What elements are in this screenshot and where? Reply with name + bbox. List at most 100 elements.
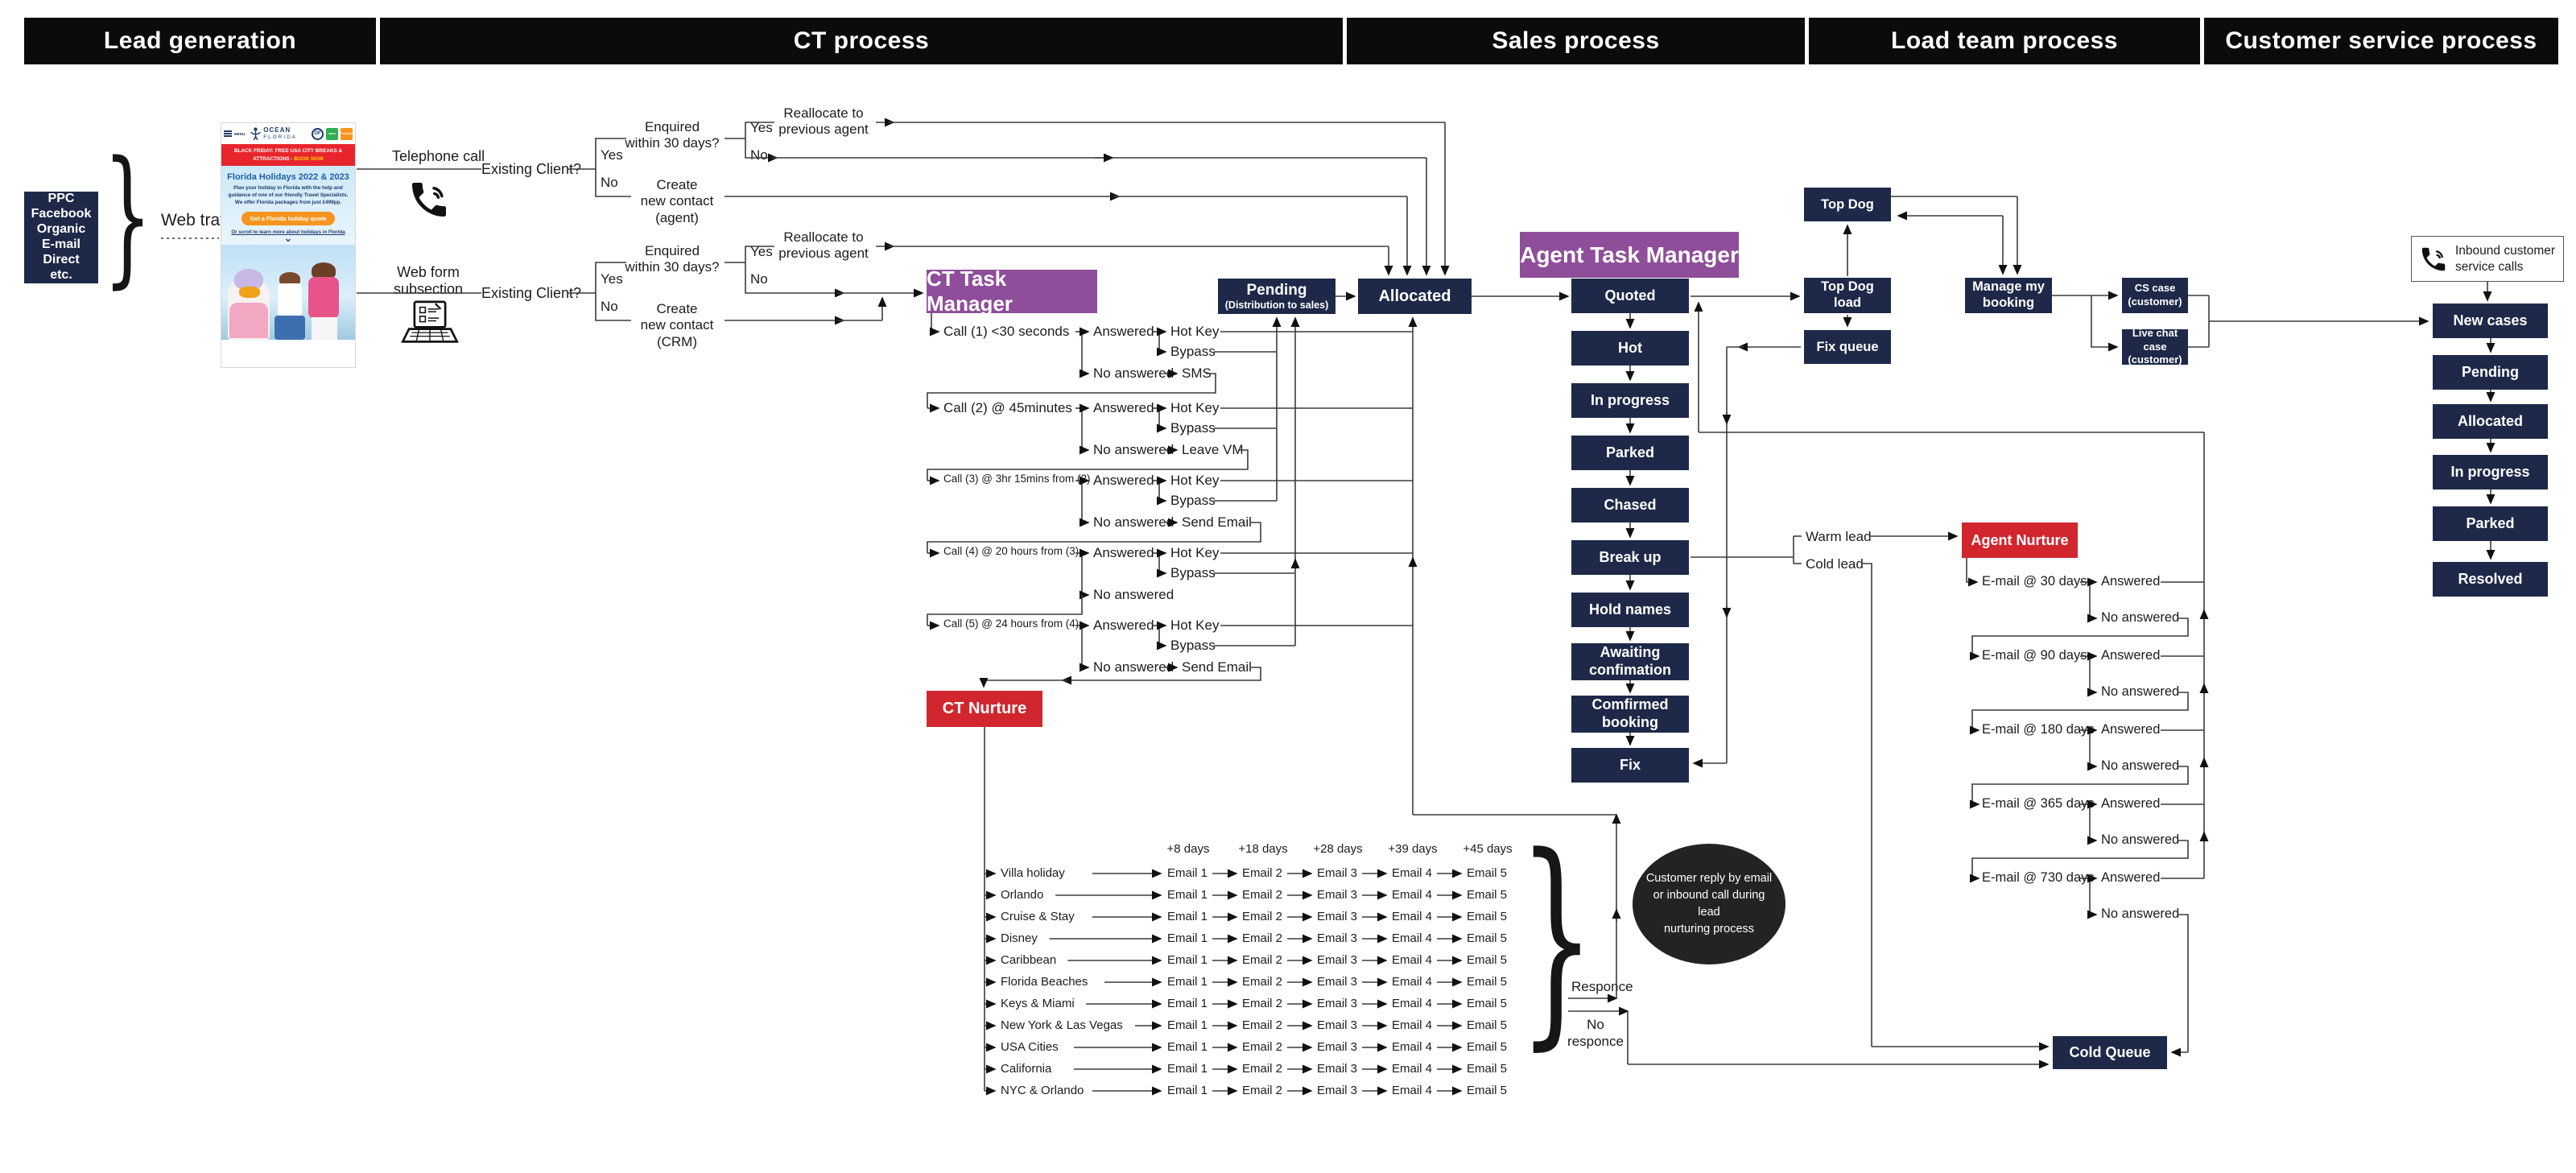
telephone-call-label: Telephone call: [392, 148, 485, 164]
answered-label: Answered: [1093, 617, 1154, 633]
day-header: +18 days: [1238, 842, 1288, 856]
email-step: Email 3: [1317, 997, 1358, 1010]
hot-key-label: Hot Key: [1170, 324, 1220, 339]
swimlane-customer-service-process: Customer service process: [2204, 18, 2558, 64]
bypass-label: Bypass: [1170, 420, 1216, 436]
email-step: Email 2: [1242, 931, 1283, 945]
nurture-category: Cruise & Stay: [1001, 910, 1075, 923]
email-step: Email 3: [1317, 953, 1358, 967]
email-step: Email 2: [1242, 1018, 1283, 1032]
email-step: Email 3: [1317, 1084, 1358, 1097]
email-step: Email 5: [1467, 1018, 1508, 1032]
email-step: Email 1: [1167, 866, 1208, 880]
email-step: Email 1: [1167, 931, 1208, 945]
allocated-box: Allocated: [1358, 279, 1472, 314]
no-answered-label: No answered: [1093, 442, 1174, 457]
email-step: Email 2: [1242, 888, 1283, 902]
nurture-category: New York & Las Vegas: [1001, 1018, 1123, 1032]
flyer-body-text: Plan your holiday in Florida with the he…: [228, 185, 349, 206]
call-step-2: Call (2) @ 45minutes: [943, 400, 1072, 415]
cs-stage-allocated: Allocated: [2433, 404, 2548, 439]
warm-lead-label: Warm lead: [1806, 529, 1872, 544]
email-step: Email 4: [1392, 866, 1433, 880]
no-label: No: [750, 147, 768, 163]
hot-key-label: Hot Key: [1170, 400, 1220, 415]
no-answered-label: No answered: [2101, 758, 2180, 773]
sales-stage-parked: Parked: [1571, 436, 1689, 470]
email-step: Email 3: [1317, 910, 1358, 923]
email-step: Email 1: [1167, 1040, 1208, 1054]
nurture-category: USA Cities: [1001, 1040, 1059, 1054]
email-step: Email 5: [1467, 997, 1508, 1010]
email-step: Email 1: [1167, 953, 1208, 967]
no-answered-label: No answered: [1093, 587, 1174, 602]
email-step: Email 2: [1242, 975, 1283, 989]
sales-stage-comfirmed-booking: Comfirmed booking: [1571, 696, 1689, 733]
call-step-3: Call (3) @ 3hr 15mins from (2): [943, 473, 1091, 485]
email-step: Email 5: [1467, 1040, 1508, 1054]
phone-icon: [2421, 247, 2446, 271]
yes-label: Yes: [750, 120, 773, 135]
yes-label: Yes: [601, 271, 623, 287]
email-step: Email 4: [1392, 1040, 1433, 1054]
no-answered-label: No answered: [1093, 366, 1174, 381]
menu-label[interactable]: MENU: [234, 131, 246, 136]
answered-label: Answered: [2101, 722, 2161, 737]
sales-stage-awaiting-confimation: Awaiting confimation: [1571, 643, 1689, 680]
email-step: Email 1: [1167, 910, 1208, 923]
agent-nurture-email: E-mail @ 730 days: [1982, 870, 2095, 885]
cold-lead-label: Cold lead: [1806, 556, 1864, 572]
answered-label: Answered: [1093, 400, 1154, 415]
call-open-button[interactable]: open: [326, 127, 338, 140]
day-header: +8 days: [1166, 842, 1210, 856]
email-step: Email 2: [1242, 953, 1283, 967]
email-step: Email 3: [1317, 931, 1358, 945]
agent-task-manager-box: Agent Task Manager: [1520, 232, 1739, 278]
plan-trip-button[interactable]: Plan trip: [341, 127, 353, 140]
email-step: Email 4: [1392, 953, 1433, 967]
menu-icon[interactable]: [224, 129, 232, 138]
chevron-down-icon[interactable]: ⌄: [283, 232, 293, 245]
email-step: Email 3: [1317, 1040, 1358, 1054]
no-label: No: [601, 299, 618, 314]
email-step: Email 1: [1167, 997, 1208, 1010]
nurture-category: Florida Beaches: [1001, 975, 1088, 989]
email-step: Email 5: [1467, 953, 1508, 967]
email-step: Email 1: [1167, 975, 1208, 989]
bypass-label: Bypass: [1170, 344, 1216, 359]
phone-icon: [412, 183, 446, 217]
no-label: No: [601, 175, 618, 190]
sales-stage-hot: Hot: [1571, 331, 1689, 366]
day-header: +39 days: [1388, 842, 1438, 856]
sales-stage-in-progress: In progress: [1571, 383, 1689, 418]
answered-label: Answered: [2101, 796, 2161, 811]
email-step: Email 4: [1392, 888, 1433, 902]
email-step: Email 5: [1467, 866, 1508, 880]
email-step: Email 1: [1167, 1018, 1208, 1032]
nurture-category: Orlando: [1001, 888, 1044, 902]
swimlane-sales-process: Sales process: [1347, 18, 1805, 64]
no-label: No: [750, 271, 768, 287]
no-answered-label: No answered: [2101, 684, 2180, 699]
day-header: +28 days: [1313, 842, 1363, 856]
email-step: Email 4: [1392, 975, 1433, 989]
cs-stage-in-progress: In progress: [2433, 455, 2548, 489]
no-answered-label: No answered: [1093, 659, 1174, 675]
email-step: Email 3: [1317, 888, 1358, 902]
hot-key-label: Hot Key: [1170, 545, 1220, 560]
quote-cta-button[interactable]: Get a Florida holiday quote: [242, 212, 335, 226]
action-label: SMS: [1182, 366, 1212, 381]
promo-banner[interactable]: BLACK FRIDAY: FREE USA CITY BREAKS & ATT…: [221, 144, 355, 166]
bypass-label: Bypass: [1170, 638, 1216, 653]
scroll-link[interactable]: Or scroll to learn more about holidays i…: [231, 229, 345, 236]
email-step: Email 4: [1392, 1084, 1433, 1097]
email-step: Email 4: [1392, 910, 1433, 923]
email-step: Email 5: [1467, 910, 1508, 923]
no-answered-label: No answered: [2101, 907, 2180, 921]
brand-figure-icon: [250, 127, 261, 140]
